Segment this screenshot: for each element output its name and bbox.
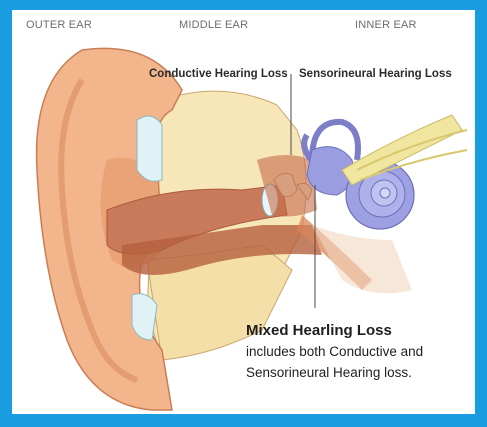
sensorineural-label: Sensorineural Hearing Loss (299, 68, 452, 80)
mixed-hearing-loss-title: Mixed Hearling Loss (246, 322, 392, 339)
inner-ear-heading: INNER EAR (355, 19, 417, 31)
conductive-label: Conductive Hearing Loss (149, 68, 288, 80)
outer-ear-heading: OUTER EAR (26, 19, 92, 31)
inner-ear-bone (312, 225, 412, 293)
cartilage-lower (132, 294, 157, 340)
middle-ear-heading: MIDDLE EAR (179, 19, 248, 31)
mixed-description-line1: includes both Conductive and (246, 344, 423, 359)
mixed-description-line2: Sensorineural Hearing loss. (246, 365, 412, 380)
diagram-panel: OUTER EAR MIDDLE EAR INNER EAR Conductiv… (12, 10, 475, 414)
cartilage-upper (137, 116, 162, 181)
